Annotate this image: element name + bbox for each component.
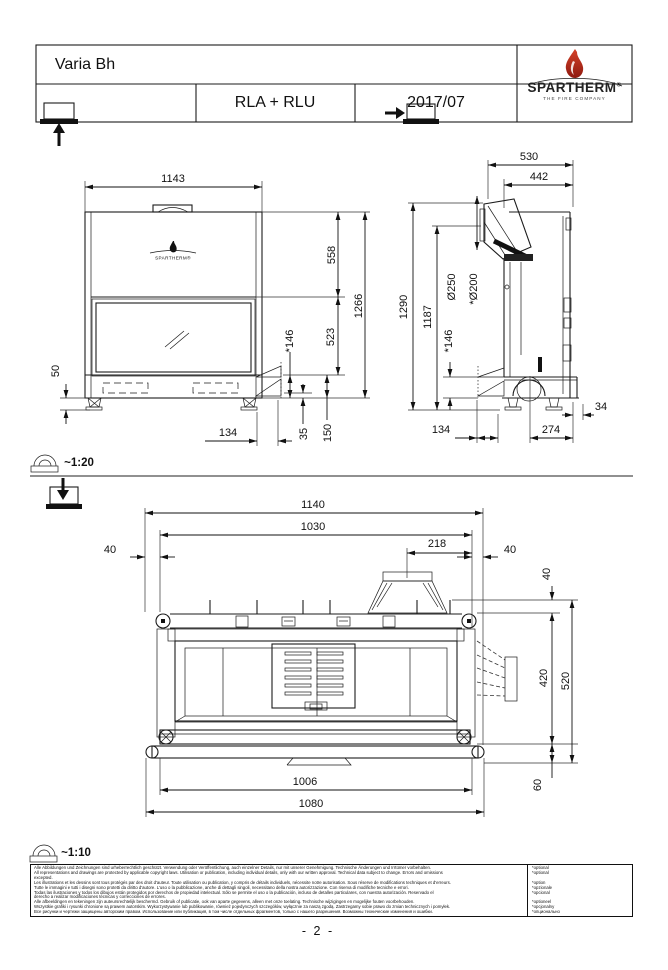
sheet-title: Varia Bh: [54, 56, 116, 73]
page-number: - 2 -: [301, 924, 335, 938]
optional-note: *opcjonalny: [532, 904, 555, 910]
disclaimer-line: derecho a realizar modificaciones técnic…: [34, 894, 166, 900]
dim-side-rear-offset: 34: [594, 401, 608, 413]
dim-front-feet: 50: [50, 364, 62, 378]
disclaimer-line: Alle afbeeldingen en tekeningen zijn aut…: [34, 899, 415, 905]
dim-top-rear-tab: 40: [541, 567, 553, 581]
dim-top-margin-left: 40: [103, 544, 117, 556]
front-view-icon: [40, 102, 78, 146]
variant-label: RLA + RLU: [234, 94, 316, 111]
spartherm-logo: [527, 49, 623, 87]
disclaimer-line: excepted.: [34, 874, 53, 880]
dim-front-offset-35: 35: [298, 427, 310, 441]
dim-side-total-height: 1290: [398, 294, 410, 320]
dim-top-front-width: 1080: [298, 798, 324, 810]
disclaimer-line: Tutte le immagini e tutti i disegni sono…: [34, 884, 409, 890]
disclaimer-divider: [527, 864, 528, 917]
brand-tagline: THE FIRE COMPANY: [543, 96, 606, 101]
disclaimer-line: All representations and drawings are pro…: [34, 869, 443, 875]
front-feet: [85, 397, 258, 411]
dim-front-total-height: 1266: [353, 293, 365, 319]
top-view-drawing: [130, 508, 578, 817]
dim-top-width-total: 1140: [301, 499, 325, 511]
dim-side-depth-total: 530: [519, 151, 539, 163]
optional-note: *опционально: [532, 909, 560, 915]
disclaimer-line: Wszystkie grafiki i rysunki chronione są…: [34, 904, 451, 910]
front-view-drawing: [60, 181, 370, 446]
side-view-icon: [385, 103, 439, 124]
dim-top-body-depth: 420: [538, 668, 550, 688]
scale-icon-upper: [30, 454, 59, 473]
dim-front-glass-height: 523: [325, 327, 337, 347]
side-connector: [476, 640, 518, 702]
optional-note: *optional: [532, 869, 549, 875]
registered-mark: ®: [616, 82, 622, 89]
optional-note: *option: [532, 879, 546, 885]
scale-icon-lower: [29, 844, 58, 863]
optional-note: *opcional: [532, 889, 550, 895]
dim-front-offset-134: 134: [218, 427, 238, 439]
dim-top-width-inner: 1030: [300, 521, 326, 533]
disclaimer-line: Todas las ilustraciones y todos los dibu…: [34, 889, 434, 895]
dim-side-air-diameter: *Ø200: [468, 273, 480, 305]
dim-side-flue-height: 1187: [422, 305, 434, 329]
front-logo-text: SPARTHERM®: [155, 255, 191, 261]
top-view-icon: [46, 478, 82, 509]
scale-note-upper: ~1:20: [64, 457, 94, 469]
title-block: [35, 44, 633, 123]
scale-note-lower: ~1:10: [61, 847, 91, 859]
dim-front-offset-150: 150: [322, 423, 334, 443]
disclaimer-line: Les illustrations et les dessins sont to…: [34, 879, 451, 885]
optional-note: *opzionale: [532, 884, 553, 890]
dim-front-hood-height: 558: [326, 245, 338, 265]
dim-front-conv-inlet: *146: [284, 329, 296, 353]
dim-side-conv-inlet: *146: [443, 329, 455, 353]
dim-front-width: 1143: [161, 173, 185, 185]
dim-side-base-depth: 274: [541, 424, 561, 436]
disclaimer-line: Alle Abbildungen und Zeichnungen sind ur…: [34, 865, 432, 870]
dim-top-margin-right: 40: [503, 544, 517, 556]
dim-top-front-width-inner: 1006: [292, 776, 318, 788]
dim-side-flue-diameter: Ø250: [446, 273, 458, 301]
brand-block: SPARTHERM® THE FIRE COMPANY: [517, 80, 632, 101]
brand-name: SPARTHERM®: [527, 80, 622, 95]
revision-date: 2017/07: [407, 94, 465, 111]
disclaimer-box: [30, 864, 633, 917]
grille: [271, 643, 356, 711]
dim-top-front-depth: 60: [532, 778, 544, 792]
optional-note: *optioneel: [532, 899, 552, 905]
dim-top-flue-offset: 218: [427, 538, 447, 550]
disclaimer-text: Alle Abbildungen und Zeichnungen sind ur…: [34, 865, 522, 915]
optional-note: *optional: [532, 865, 549, 870]
rear-flue-connector: [367, 571, 448, 614]
dim-side-offset-134: 134: [431, 424, 451, 436]
dim-side-depth-body: 442: [529, 171, 549, 183]
side-view-drawing: [408, 160, 594, 443]
dim-top-depth-total: 520: [560, 671, 572, 691]
optional-notes: *optional *optional *option *opzionale *…: [532, 865, 628, 915]
disclaimer-line: Все рисунки и чертежи защищены авторским…: [34, 909, 433, 915]
